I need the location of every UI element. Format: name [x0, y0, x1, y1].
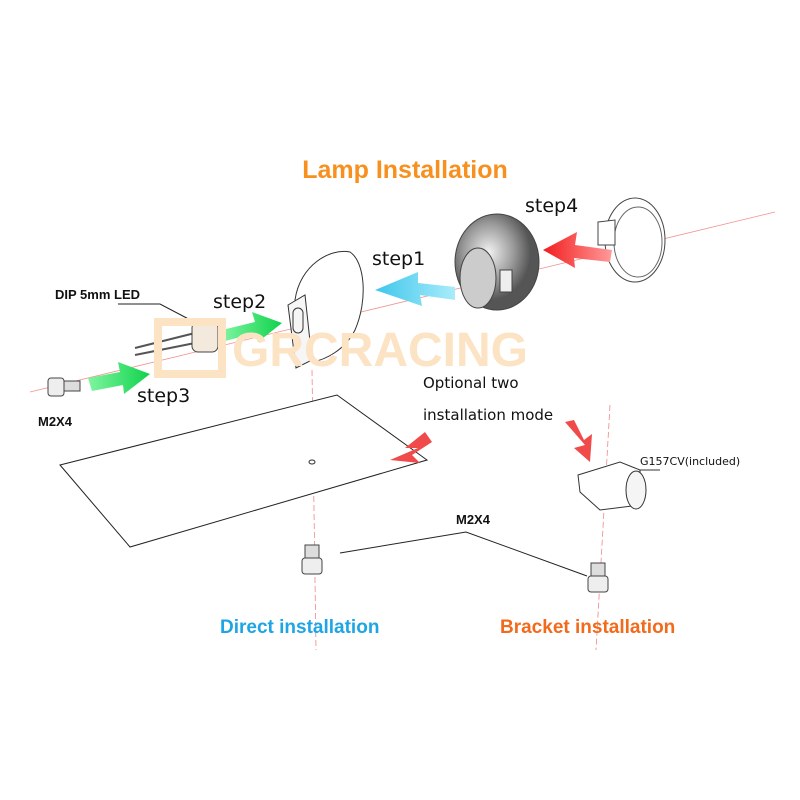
- screw-direct: [301, 544, 323, 575]
- bracket-part: [577, 461, 660, 511]
- optional-text-line2: installation mode: [423, 406, 553, 424]
- screw-bracket: [587, 562, 609, 593]
- step2-label: step2: [213, 291, 266, 313]
- cover-ring: [597, 197, 666, 283]
- led-label: DIP 5mm LED: [55, 287, 140, 302]
- watermark-logo: GRCRACING: [154, 318, 528, 378]
- screw-bottom-label: M2X4: [456, 512, 491, 527]
- direct-mode-arrow: [390, 432, 432, 463]
- bracket-installation-label: Bracket installation: [500, 617, 675, 638]
- bracket-axis-line: [595, 404, 611, 651]
- step3-arrow: [88, 362, 150, 394]
- screw-left-label: M2X4: [38, 414, 73, 429]
- plate-hole: [308, 459, 316, 465]
- step1-arrow: [375, 272, 455, 306]
- step2-arrow: [222, 312, 282, 342]
- led-component: [118, 303, 219, 356]
- bracket-part-label: G157CV(included): [640, 455, 740, 468]
- step1-label: step1: [372, 248, 425, 270]
- watermark-text: GRCRACING: [232, 324, 528, 377]
- diagram-title: Lamp Installation: [302, 156, 508, 184]
- optional-text-line1: Optional two: [423, 374, 519, 392]
- step4-label: step4: [525, 195, 578, 217]
- lamp-housing: [287, 250, 364, 369]
- bracket-mode-arrow: [565, 420, 592, 462]
- direct-installation-label: Direct installation: [220, 617, 379, 638]
- mounting-plate: [59, 394, 429, 548]
- reflector: [454, 213, 540, 311]
- step4-arrow: [543, 232, 612, 268]
- screw-left: [47, 377, 81, 397]
- screw-leader-line: [339, 531, 588, 577]
- step3-label: step3: [137, 385, 190, 407]
